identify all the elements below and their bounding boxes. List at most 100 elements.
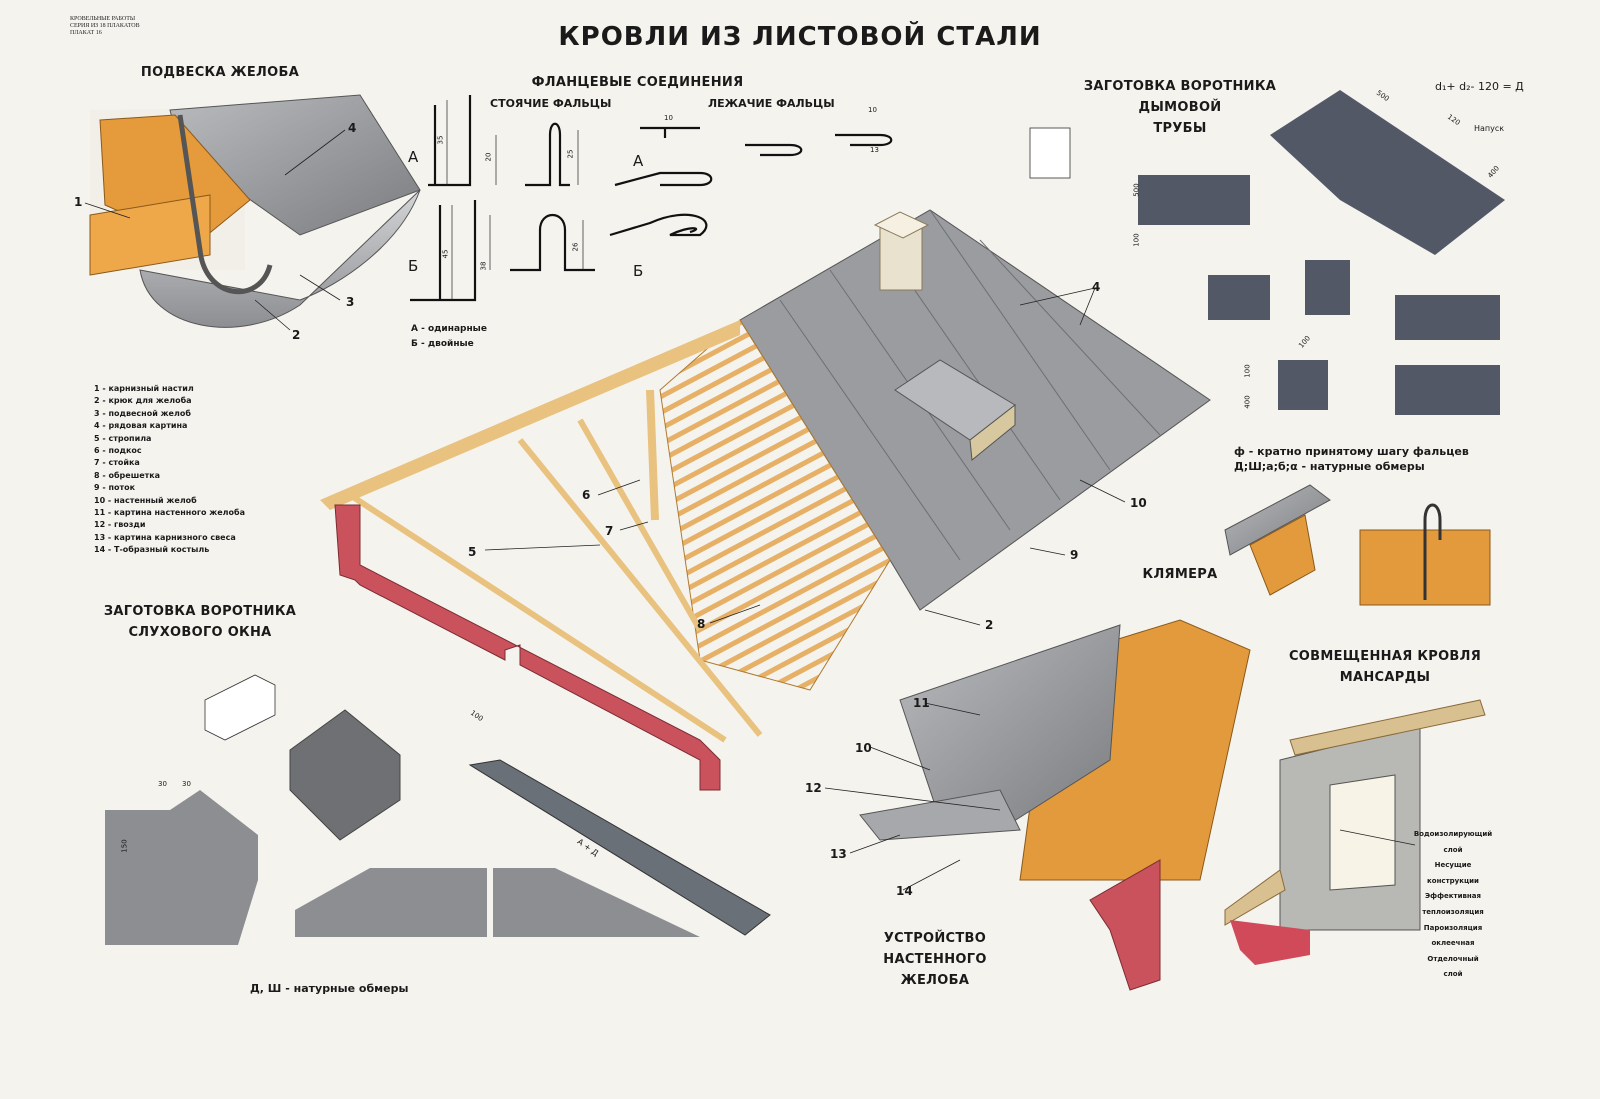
mansard-cornice	[1230, 920, 1310, 965]
klyamera-clip	[1423, 503, 1442, 600]
mansard-layer-text: Эффективная	[1425, 892, 1481, 901]
lying-seam-a4	[835, 133, 893, 147]
dormer-collar-blanks	[105, 674, 771, 945]
series-line-2: Серия из 18 плакатов	[70, 23, 140, 29]
leader-roof-4	[1019, 287, 1096, 306]
mansard-roof	[1289, 699, 1486, 756]
leader-roof-7	[619, 521, 649, 531]
section-seams-title: ФЛАНЦЕВЫЕ СОЕДИНЕНИЯ	[531, 75, 744, 90]
section-dormer-line-1: ЗАГОТОВКА ВОРОТНИКА	[103, 604, 297, 619]
dormer-dim-30-a: 30	[158, 780, 167, 788]
leader-10	[869, 746, 931, 771]
seam-legend: А - одинарные Б - двойные	[411, 322, 487, 352]
seam-letter-a-standing: А	[408, 148, 419, 166]
section-standing-seams: СТОЯЧИЕ ФАЛЬЦЫ	[490, 97, 612, 110]
legend-item: 11 - картина настенного желоба	[94, 508, 245, 518]
wall-gutter-sheet	[899, 624, 1121, 831]
callout-3: 3	[346, 295, 355, 309]
mansard-illustration	[1224, 699, 1486, 965]
leader-roof-8	[709, 604, 761, 624]
poster-title: КРОВЛИ ИЗ ЛИСТОВОЙ СТАЛИ	[558, 22, 1042, 52]
post-center	[646, 389, 659, 521]
dim-38: 38	[479, 261, 488, 271]
standing-seam-a2	[525, 122, 570, 187]
section-chimney-line-3: ТРУБЫ	[1153, 121, 1207, 136]
roof-seam-4	[929, 209, 1111, 471]
legend-item: 9 - поток	[94, 483, 136, 493]
section-wall-gutter-line-3: ЖЕЛОБА	[900, 973, 970, 988]
roof-seam-5	[979, 239, 1161, 436]
leader-3	[299, 274, 341, 301]
dormer-dim-30-b: 30	[182, 780, 191, 788]
gutter-hanger-pipe	[139, 189, 421, 328]
leader-11	[924, 702, 981, 716]
legend-list: 1 - карнизный настил 2 - крюк для желоба…	[94, 383, 245, 557]
klyamera-steel	[1224, 484, 1331, 556]
leader-roof-6	[597, 479, 641, 496]
mansard-layer-text: конструкции	[1427, 876, 1479, 885]
roof-callout-7: 7	[605, 524, 614, 538]
dormer-dim-150: 150	[120, 839, 129, 853]
series-line-3: Плакат 16	[70, 30, 102, 36]
leader-13	[849, 834, 901, 854]
seam-legend-a: А - одинарные	[411, 324, 487, 334]
section-mansard-line-2: МАНСАРДЫ	[1339, 670, 1431, 685]
dim-10-a: 10	[664, 114, 673, 122]
section-wall-gutter-line-1: УСТРОЙСТВО	[883, 931, 987, 946]
collar-blank-5	[1278, 360, 1328, 410]
wall-callout-12: 12	[805, 781, 822, 795]
wall-callout-14: 14	[896, 884, 913, 898]
dim-35: 35	[436, 135, 445, 145]
wall-gutter-eave	[859, 789, 1021, 841]
collar-blank-2	[1208, 275, 1270, 320]
roof-seam-1	[779, 299, 961, 561]
chimney-sketch	[1029, 127, 1071, 179]
chimney-collar-unfolded	[1270, 90, 1505, 255]
section-chimney-title: ЗАГОТОВКА ВОРОТНИКА ДЫМОВОЙ ТРУБЫ	[1080, 76, 1280, 139]
chimney-cap	[873, 211, 930, 239]
leader-14	[902, 859, 961, 891]
mansard-window	[1329, 774, 1396, 891]
collar-dim-100-c: 100	[1243, 364, 1252, 378]
wall-callout-13: 13	[830, 847, 847, 861]
dormer-blank-bend	[289, 709, 401, 841]
legend-item: 14 - Т-образный костыль	[94, 545, 210, 555]
dim-26: 26	[571, 242, 580, 252]
legend-item: 13 - картина карнизного свеса	[94, 532, 236, 542]
section-chimney-line-1: ЗАГОТОВКА ВОРОТНИКА	[1083, 79, 1277, 94]
wall-callout-10: 10	[855, 741, 872, 755]
leader-roof-2	[924, 609, 981, 626]
roof-callout-5: 5	[468, 545, 477, 559]
series-caption: Кровельные работы Серия из 18 плакатов П…	[70, 16, 140, 37]
seam-letter-b-lying: Б	[633, 262, 644, 280]
mansard-layer-text: Пароизоляция	[1423, 923, 1483, 932]
dim-10-b: 10	[868, 106, 877, 114]
mansard-eave	[1224, 869, 1286, 926]
standing-seam-b2	[510, 214, 595, 272]
collar-blank-3	[1305, 260, 1350, 315]
roof-callout-4: 4	[1092, 280, 1101, 294]
dormer-blank-left	[105, 790, 258, 945]
section-lying-seams: ЛЕЖАЧИЕ ФАЛЬЦЫ	[708, 97, 835, 110]
lying-seam-b1	[609, 213, 708, 237]
strut-left	[577, 418, 703, 632]
mansard-layer-text: Отделочный	[1427, 954, 1479, 963]
legend-item: 12 - гвозди	[94, 520, 146, 530]
section-klyamera-title: КЛЯМЕРА	[1142, 567, 1218, 582]
roof-callout-2: 2	[985, 618, 994, 632]
collar-dim-500-b: 500	[1132, 183, 1141, 197]
roof-rafters-left	[320, 320, 740, 510]
dim-25: 25	[566, 149, 575, 159]
gutter-hanger-hook	[177, 114, 273, 295]
leader-roof-4b	[1079, 287, 1096, 326]
roof-callout-9: 9	[1070, 548, 1079, 562]
roof-dormer-vent-front	[969, 403, 1016, 461]
section-mansard-title: СОВМЕЩЕННАЯ КРОВЛЯ МАНСАРДЫ	[1285, 646, 1485, 688]
roof-callout-6: 6	[582, 488, 591, 502]
lying-seam-a2	[614, 171, 713, 187]
gutter-hanger-illustration	[84, 94, 421, 331]
mansard-leader	[1339, 829, 1416, 846]
leader-2	[254, 299, 291, 331]
leader-roof-9	[1029, 547, 1066, 556]
chimney-collar-blanks	[1029, 90, 1505, 415]
